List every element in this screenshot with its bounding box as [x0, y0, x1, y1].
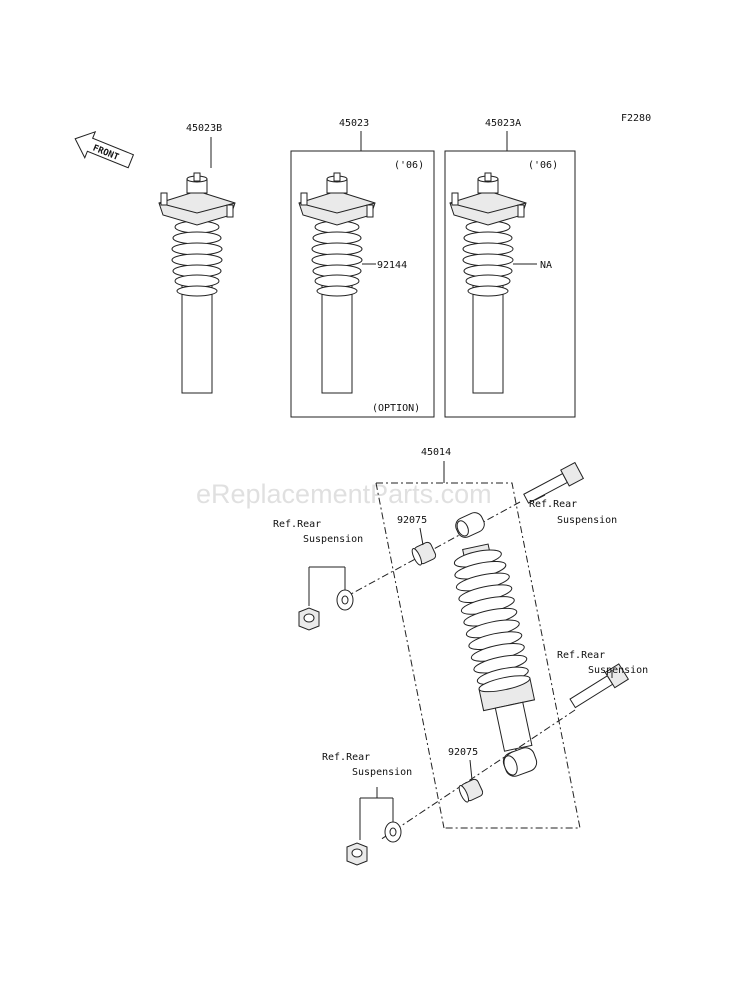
ref-upper-right-line1: Ref.Rear — [529, 499, 577, 510]
part-number-45023a: 45023A — [485, 118, 521, 129]
ref-upper-left-line2: Suspension — [303, 534, 363, 545]
front-arrow-icon: FRONT — [74, 130, 135, 169]
coilover-45023a: 45023A ('06) NA — [444, 118, 576, 418]
ref-lower-right-line2: Suspension — [588, 665, 648, 676]
ref-upper-right-line2: Suspension — [557, 515, 617, 526]
watermark-text: eReplacementParts.com — [196, 479, 492, 509]
ref-lower-right-line1: Ref.Rear — [557, 650, 605, 661]
year-label-right: ('06) — [528, 160, 558, 171]
rear-shock-45014: 45014 — [273, 447, 648, 866]
spring-part-na: NA — [540, 260, 552, 271]
year-label-middle: ('06) — [394, 160, 424, 171]
option-note: (OPTION) — [372, 403, 420, 414]
ref-lower-left-line2: Suspension — [352, 767, 412, 778]
spring-part-92144: 92144 — [377, 260, 407, 271]
ref-lower-left-line1: Ref.Rear — [322, 752, 370, 763]
part-number-45023b: 45023B — [186, 123, 222, 134]
bushing-92075-lower: 92075 — [448, 747, 478, 758]
option-box — [290, 150, 435, 418]
ref-upper-left-line1: Ref.Rear — [273, 519, 321, 530]
part-number-45014: 45014 — [421, 447, 451, 458]
year-box-right — [444, 150, 576, 418]
diagram-code: F2280 — [621, 113, 651, 124]
part-number-45023: 45023 — [339, 118, 369, 129]
coilover-45023: 45023 ('06) 92144 (OPTION) — [290, 118, 435, 418]
bushing-92075-upper: 92075 — [397, 515, 427, 526]
coilover-45023b: 45023B — [158, 123, 236, 394]
